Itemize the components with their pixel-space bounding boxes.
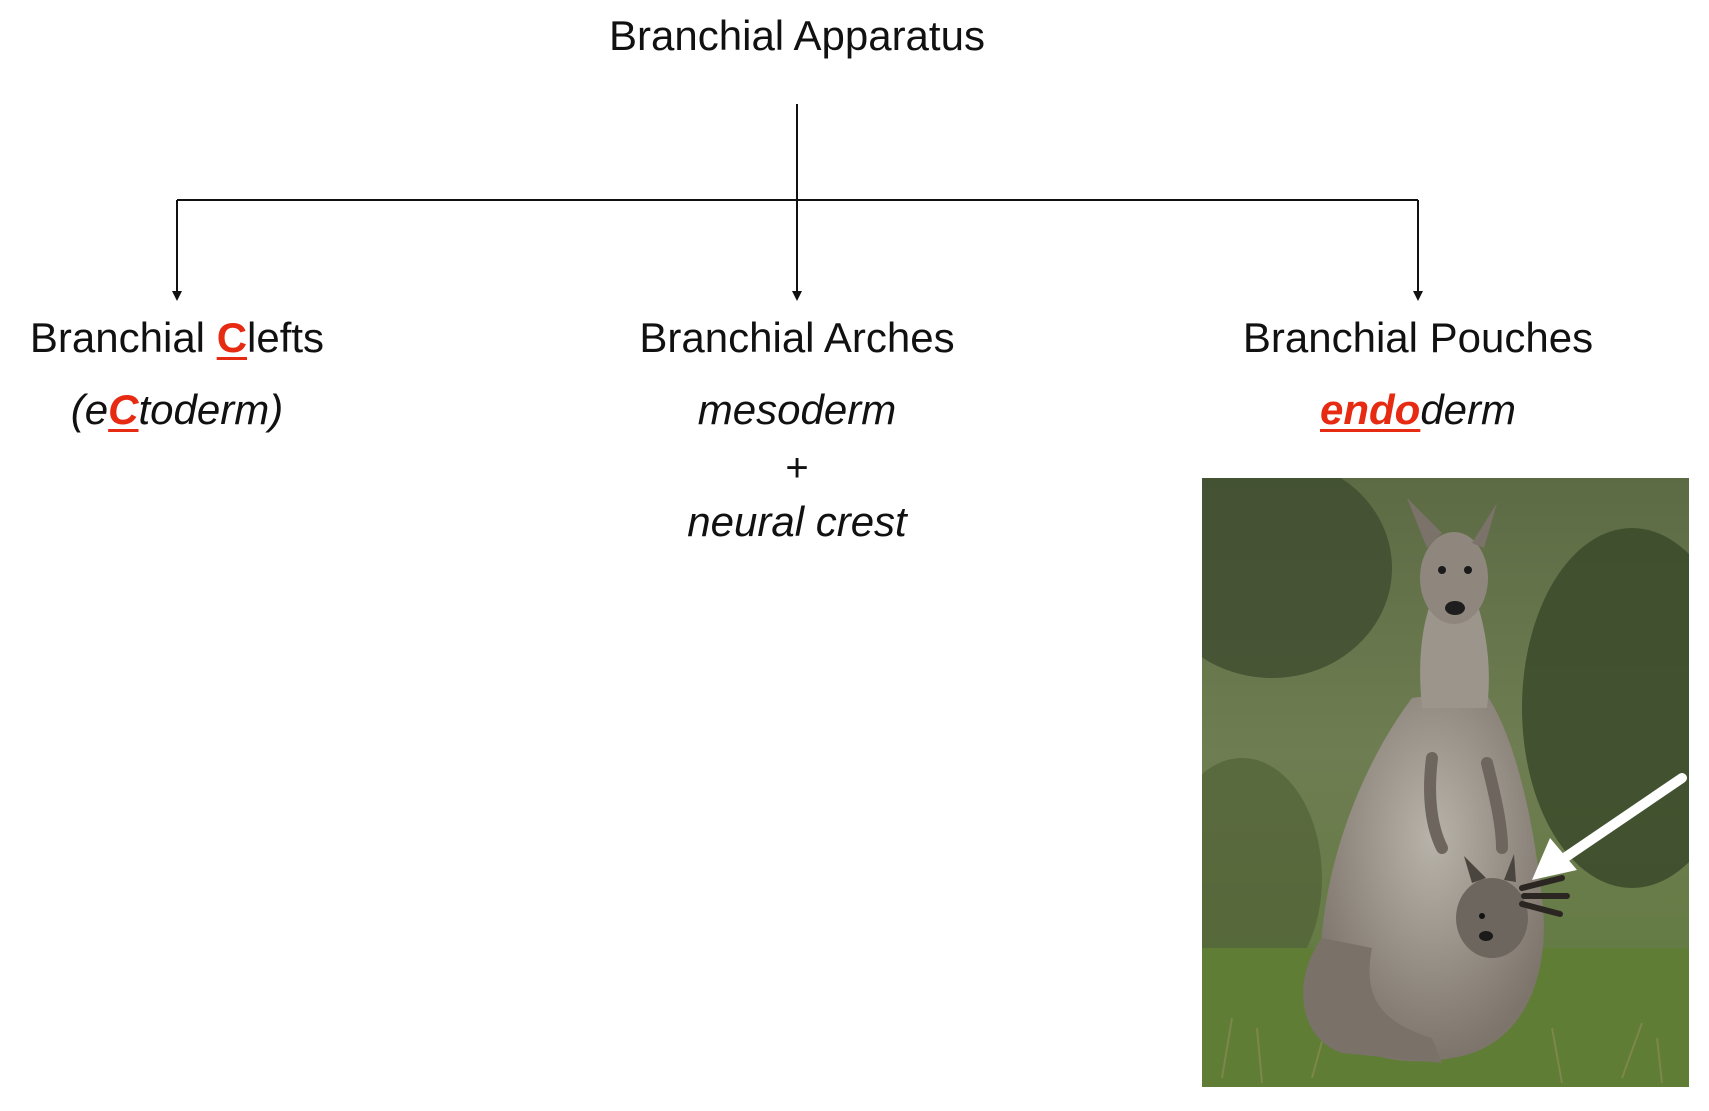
kangaroo-ear (1407, 498, 1442, 548)
joey-eye (1479, 913, 1485, 919)
clefts-label-post: lefts (247, 314, 325, 361)
kangaroo-nose (1445, 601, 1465, 615)
white-arrow-icon (1532, 773, 1687, 880)
bush-shape (1202, 758, 1322, 998)
clefts-germ-layer: (eCtoderm) (0, 386, 354, 434)
kangaroo-head (1420, 532, 1488, 624)
joey-nose (1479, 931, 1493, 941)
pouches-sub-post: derm (1420, 386, 1517, 433)
diagram-title: Branchial Apparatus (609, 12, 985, 59)
kangaroo-photo (1202, 478, 1689, 1087)
joey-ear (1464, 856, 1486, 883)
pouches-sub-highlight: endo (1319, 386, 1421, 433)
arches-plus: + (785, 446, 809, 490)
node-branchial-pouches: Branchial Pouches (1242, 314, 1594, 361)
pouches-germ-layer: endoderm (1198, 386, 1638, 434)
node-branchial-arches: Branchial Arches (639, 314, 955, 361)
joey-foot (1519, 875, 1570, 917)
kangaroo-eye (1438, 566, 1446, 574)
arches-mesoderm: mesoderm (697, 386, 897, 433)
kangaroo-arm (1424, 752, 1448, 854)
kangaroo-ear (1472, 503, 1497, 548)
bush-shape (1202, 478, 1392, 678)
clefts-label-pre: Branchial (29, 314, 217, 361)
arches-neural-crest: neural crest (687, 498, 907, 545)
clefts-sub-post: toderm) (138, 386, 284, 433)
kangaroo-eye (1464, 566, 1472, 574)
clefts-sub-highlight: C (108, 386, 139, 433)
kangaroo-arm (1481, 757, 1508, 854)
node-branchial-clefts: Branchial Clefts (0, 314, 354, 362)
kangaroo-illustration (1202, 478, 1689, 1087)
joey-head (1456, 878, 1528, 958)
clefts-sub-pre: (e (70, 386, 109, 433)
clefts-label-highlight: C (216, 314, 248, 361)
joey-ear (1504, 854, 1516, 882)
kangaroo-leg (1303, 938, 1442, 1063)
